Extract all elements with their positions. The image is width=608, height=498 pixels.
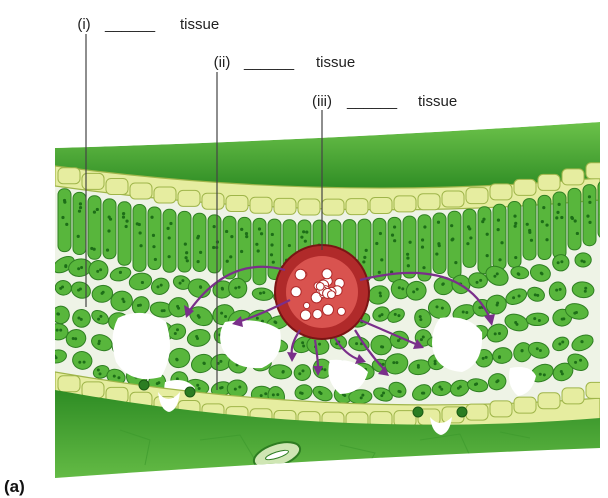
label-iii: (iii) ______ tissue <box>312 93 457 110</box>
label-ii-word: tissue <box>316 54 355 71</box>
label-ii: (ii) ______ tissue <box>214 54 356 71</box>
label-i-number: (i) <box>77 16 90 33</box>
label-iii-word: tissue <box>418 93 457 110</box>
figure-tag: (a) <box>4 477 25 496</box>
label-ii-blank: ______ <box>243 54 295 71</box>
label-i-word: tissue <box>180 16 219 33</box>
label-i: (i) ______ tissue <box>77 16 219 33</box>
label-iii-blank: ______ <box>346 93 398 110</box>
label-iii-number: (iii) <box>312 93 332 110</box>
label-i-blank: ______ <box>104 16 156 33</box>
label-ii-number: (ii) <box>214 54 231 71</box>
vascular-bundle <box>275 245 369 339</box>
